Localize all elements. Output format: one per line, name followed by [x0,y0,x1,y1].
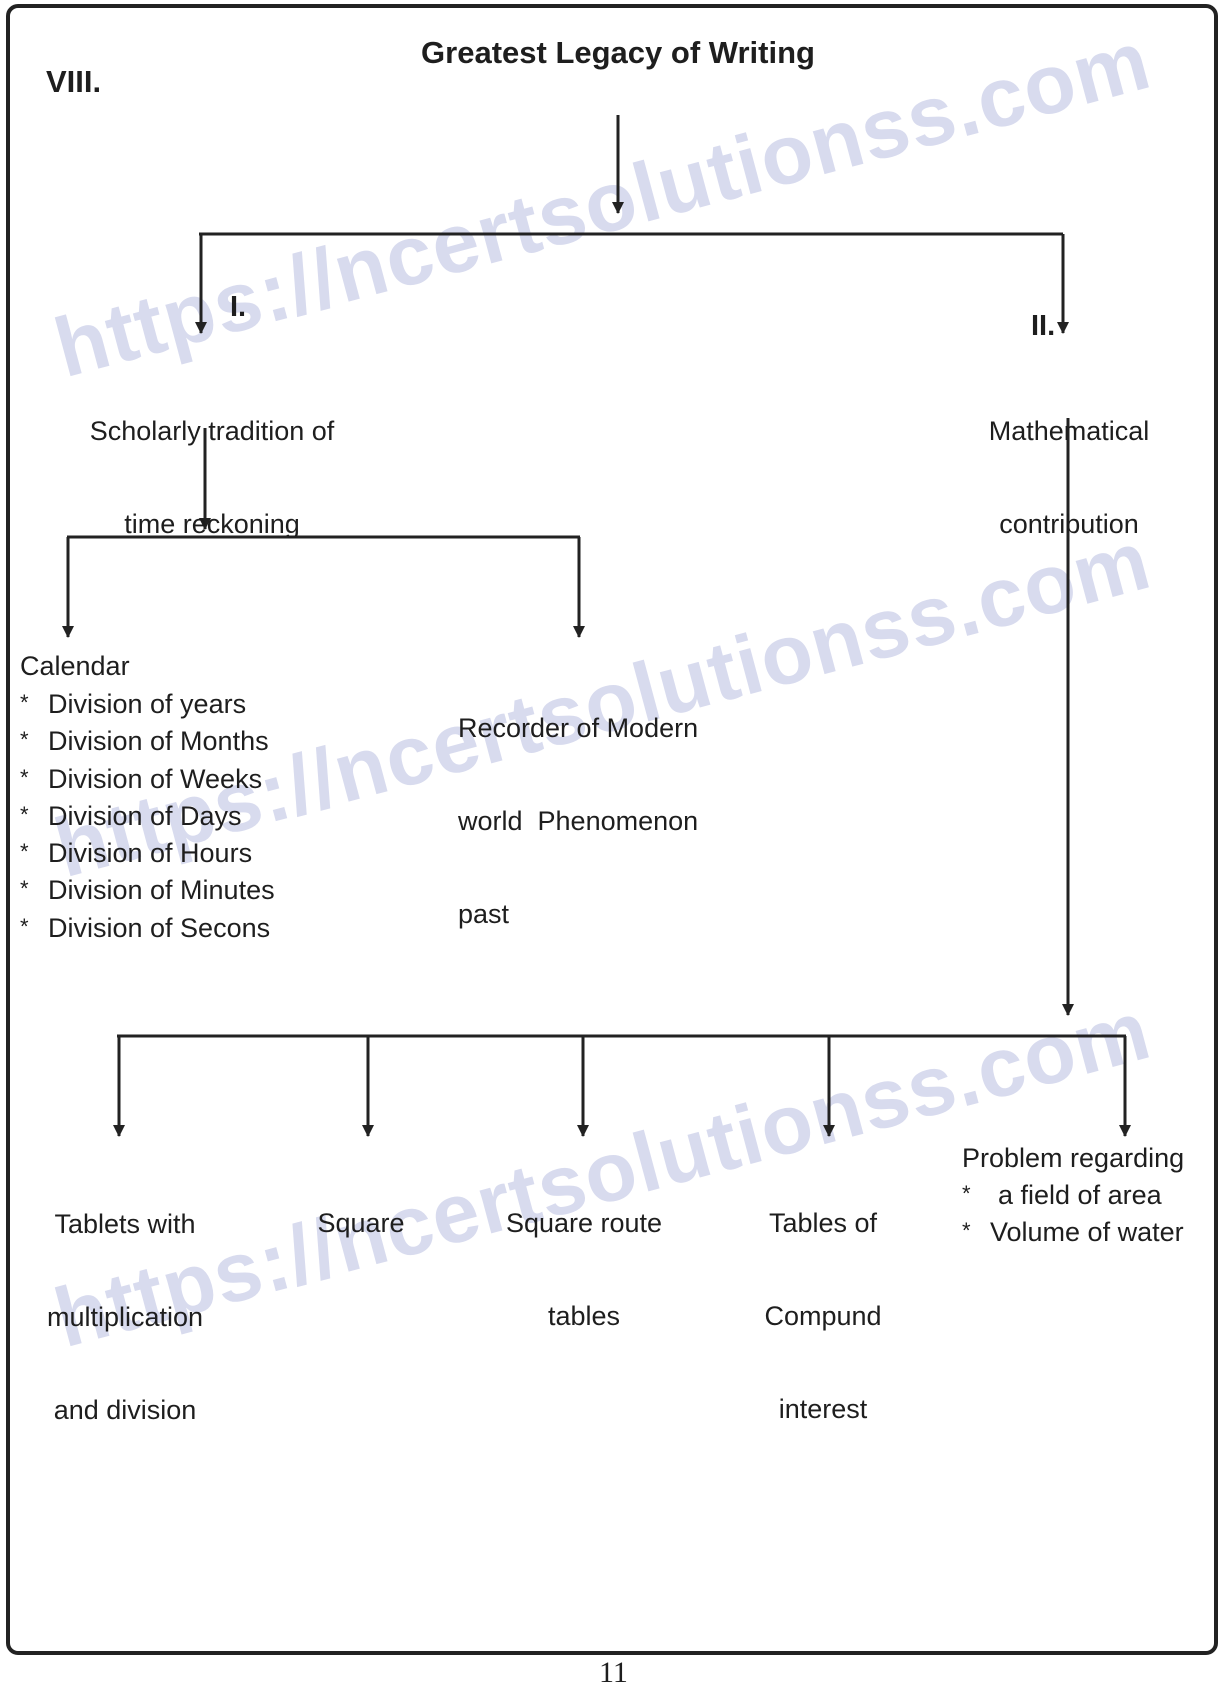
branch-1-label-line: time reckoning [124,509,300,539]
branch-1-label: Scholarly tradition of time reckoning [62,354,362,571]
branch-2-numeral: II. [1031,310,1056,342]
square-line: Square [317,1208,405,1238]
compound-node: Tables of Compund interest [733,1146,913,1456]
problem-heading: Problem regarding [962,1143,1185,1173]
calendar-list-item: Division of Hours [20,833,275,872]
tablets-line: multiplication [46,1302,204,1332]
recorder-line: Recorder of Modern [458,713,699,743]
square-node: Square [291,1146,431,1270]
problem-list-item: Volume of water [962,1212,1184,1251]
calendar-list-item: Division of Days [20,796,275,835]
compound-line: Tables of [768,1208,878,1238]
calendar-list-item: Division of Minutes [20,870,275,909]
compound-line: Compund [764,1301,882,1331]
branch-1-numeral: I. [230,291,247,323]
page-number: 11 [599,1656,628,1689]
page-frame [6,4,1218,1655]
calendar-list-item: Division of years [20,684,275,723]
square-route-line: tables [547,1301,621,1331]
problem-list-item: a field of area [962,1175,1184,1214]
tablets-node: Tablets with multiplication and division [25,1147,225,1457]
calendar-heading: Calendar [20,651,130,681]
calendar-list-item: Division of Weeks [20,759,275,798]
diagram-title: Greatest Legacy of Writing [421,35,815,70]
recorder-line: world Phenomenon [458,806,699,836]
calendar-list: Division of years Division of Months Div… [20,684,275,947]
tablets-line: and division [53,1395,197,1425]
branch-2-label-line: Mathematical [988,416,1150,446]
tablets-line: Tablets with [54,1209,196,1239]
square-route-node: Square route tables [484,1146,684,1363]
branch-1-label-line: Scholarly tradition of [89,416,335,446]
compound-line: interest [778,1394,868,1424]
branch-2-label-line: contribution [999,509,1139,539]
branch-2-label: Mathematical contribution [949,354,1189,571]
square-route-line: Square route [505,1208,663,1238]
problem-list: a field of area Volume of water [962,1175,1184,1252]
calendar-list-item: Division of Months [20,721,275,760]
section-label: VIII. [46,64,102,99]
recorder-line: past [458,899,510,929]
recorder-node: Recorder of Modern world Phenomenon past [458,651,698,961]
calendar-list-item: Division of Secons [20,908,275,947]
